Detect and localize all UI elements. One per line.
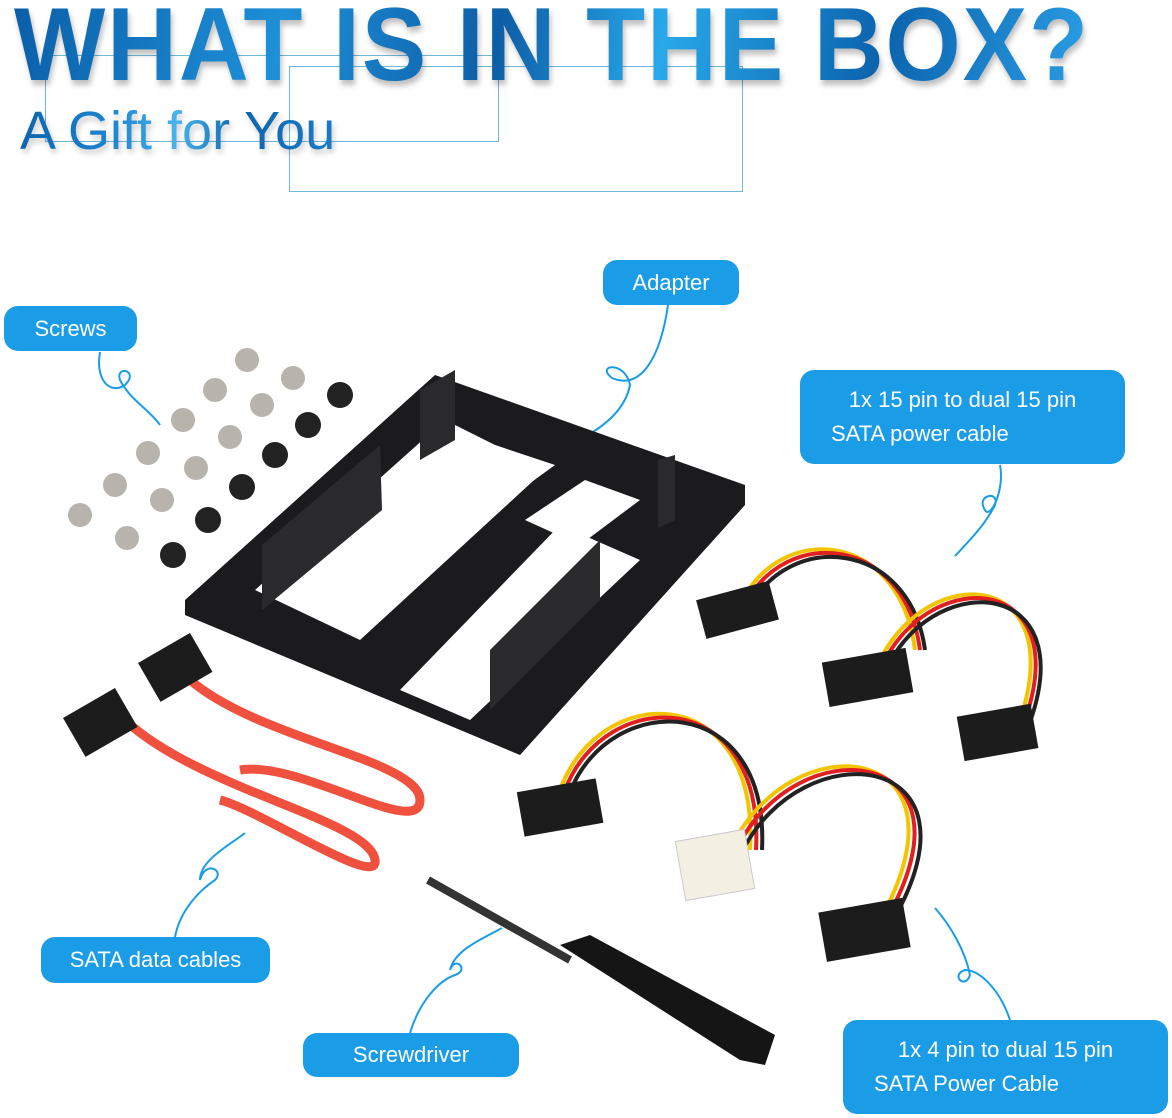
label-text: 1x 4 pin to dual 15 pin bbox=[897, 1037, 1114, 1062]
label-text: 1x 15 pin to dual 15 pin bbox=[848, 387, 1077, 412]
adapter-bracket bbox=[185, 370, 745, 755]
page-title: WHAT IS IN THE BOX? bbox=[14, 0, 1090, 105]
molex-connector bbox=[674, 828, 756, 902]
decor-frame bbox=[45, 55, 499, 142]
page-subtitle: A Gift for You bbox=[20, 101, 336, 161]
pointer-arrows bbox=[98, 304, 1011, 1034]
label-screws: Screws bbox=[4, 306, 137, 351]
label-sata-data-cables: SATA data cables bbox=[41, 937, 270, 983]
label-text: SATA power cable bbox=[831, 421, 1009, 446]
label-4pin-cable: 1x 4 pin to dual 15 pin SATA Power Cable bbox=[843, 1020, 1168, 1114]
label-text: SATA data cables bbox=[69, 947, 242, 972]
label-text: SATA Power Cable bbox=[874, 1071, 1060, 1096]
sata-data-cables bbox=[121, 676, 425, 872]
sata-connectors bbox=[63, 632, 213, 757]
label-adapter: Adapter bbox=[603, 260, 739, 305]
screws-group bbox=[68, 348, 353, 568]
power-connectors bbox=[516, 580, 1039, 962]
label-text: Adapter bbox=[632, 269, 710, 295]
label-screwdriver: Screwdriver bbox=[303, 1033, 519, 1077]
decor-frame bbox=[289, 66, 743, 192]
label-15pin-cable: 1x 15 pin to dual 15 pin SATA power cabl… bbox=[800, 370, 1125, 464]
power-cables bbox=[558, 547, 1043, 924]
screwdriver bbox=[426, 876, 775, 1065]
label-text: Screwdriver bbox=[352, 1042, 470, 1067]
label-text: Screws bbox=[34, 315, 107, 341]
